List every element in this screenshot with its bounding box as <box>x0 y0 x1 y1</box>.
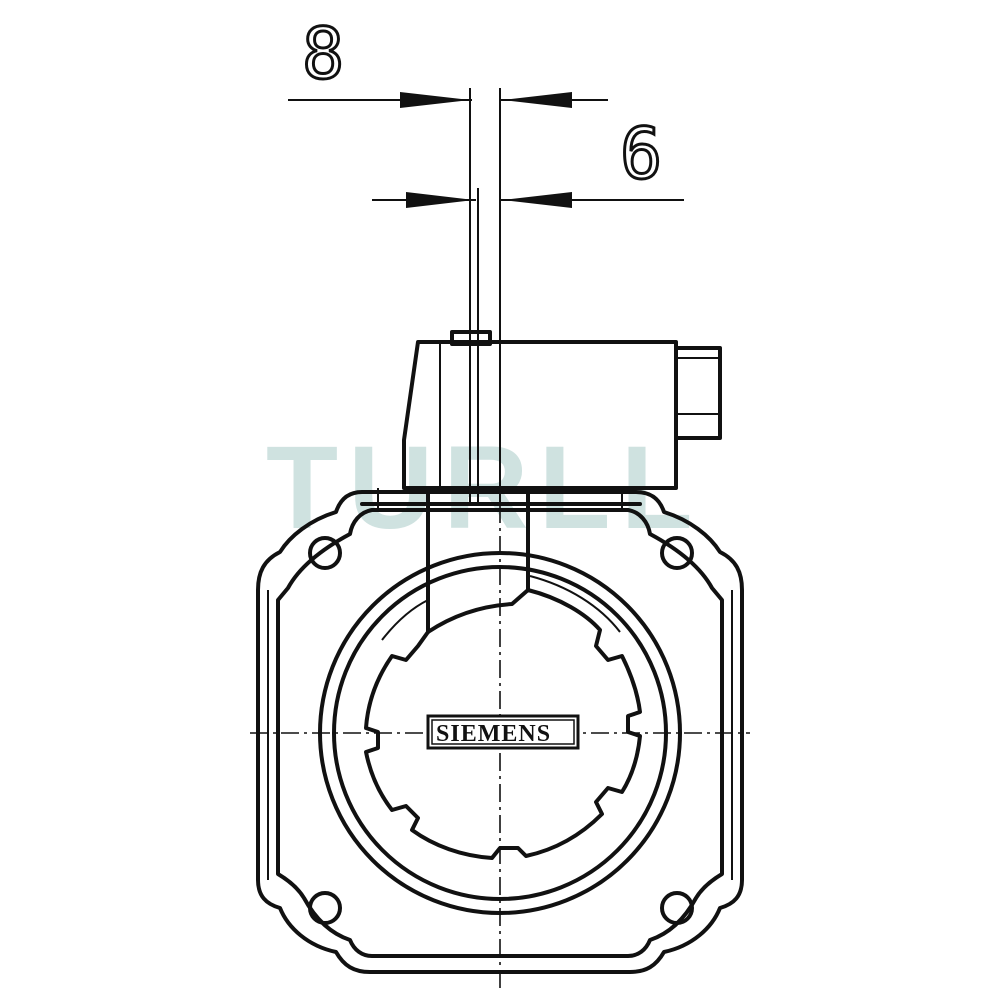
arrow-right <box>400 92 470 108</box>
connector-box <box>402 330 722 490</box>
mounting-hole <box>660 536 694 570</box>
flange-housing <box>256 490 744 974</box>
mounting-hole <box>660 891 694 925</box>
splined-ring <box>364 588 642 860</box>
mounting-hole <box>308 891 342 925</box>
nameplate: SIEMENS <box>426 714 580 750</box>
cable-channel <box>377 486 623 634</box>
dimension-6: 6 <box>372 112 684 208</box>
nameplate-text: SIEMENS <box>436 721 551 747</box>
dimension-8-label: 8 <box>302 13 344 95</box>
arrow-left <box>502 92 572 108</box>
dimension-6-label: 6 <box>620 113 662 195</box>
mounting-hole <box>308 536 342 570</box>
dimension-8: 8 <box>288 12 608 108</box>
arrow-right <box>406 192 474 208</box>
mounting-holes <box>308 536 694 925</box>
arrow-left <box>502 192 572 208</box>
